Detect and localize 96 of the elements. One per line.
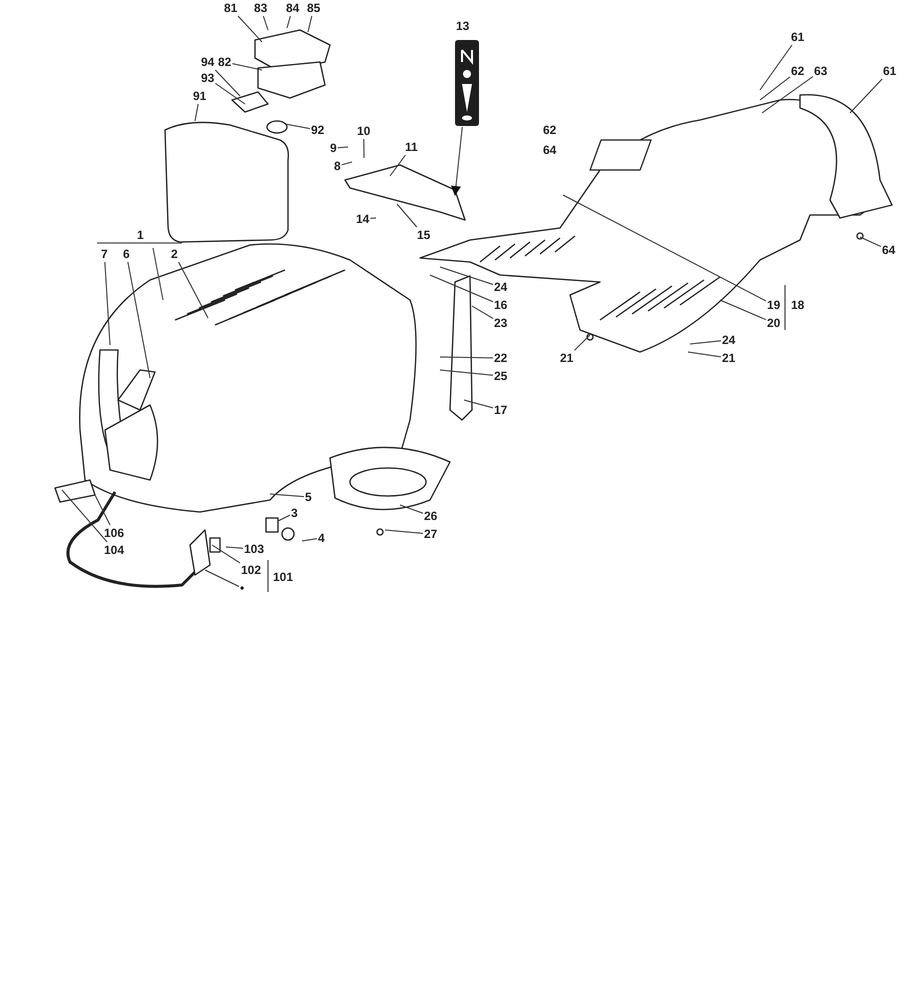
leader-line — [440, 370, 494, 376]
callout-number: 9 — [330, 141, 337, 155]
callout-number: 91 — [193, 89, 206, 103]
callout-number: 64 — [882, 243, 896, 257]
leader-line — [390, 154, 406, 176]
leader-line — [850, 78, 883, 114]
leader-line — [127, 262, 150, 378]
callout-number: 83 — [254, 1, 268, 15]
leader-line — [440, 266, 494, 285]
callout-number: • — [240, 581, 244, 595]
leader-line — [226, 546, 244, 549]
callout-number: 1 — [137, 228, 144, 242]
leader-line — [302, 538, 318, 542]
leader-line — [337, 146, 348, 148]
callout-number: 61 — [883, 64, 896, 78]
callout-number: 85 — [307, 1, 320, 15]
callout-number: 63 — [814, 64, 828, 78]
leader-line — [204, 570, 240, 587]
callout-number: 94 — [201, 55, 214, 69]
leader-line — [238, 16, 262, 42]
leader-line — [94, 494, 110, 526]
leader-line — [308, 16, 312, 32]
callout-number: 8 — [334, 159, 341, 173]
callout-number: 101 — [273, 570, 294, 584]
callout-number: 82 — [218, 55, 232, 69]
leader-line — [384, 530, 424, 534]
leader-line — [464, 400, 494, 408]
callout-number: 18 — [791, 298, 804, 312]
leader-line — [214, 82, 246, 104]
leader-line — [688, 352, 722, 358]
callout-number: 22 — [494, 351, 508, 365]
leader-line — [396, 204, 418, 228]
leader-line — [62, 490, 108, 542]
arrow — [450, 126, 463, 196]
leader-line — [278, 514, 290, 522]
callout-number: 24 — [722, 333, 736, 347]
callout-number: 25 — [494, 369, 508, 383]
callout-number: 27 — [424, 527, 438, 541]
callout-number: 93 — [201, 71, 214, 85]
callout-number: 62 — [791, 64, 804, 78]
callout-number: 4 — [318, 531, 325, 545]
callout-number: 21 — [560, 351, 574, 365]
leader-line — [760, 44, 792, 90]
leader-line — [194, 104, 199, 122]
leader-line — [562, 194, 766, 302]
leader-line — [440, 356, 494, 358]
callout-number: 13 — [456, 19, 470, 33]
leader-line — [720, 300, 766, 320]
leader-line — [430, 274, 494, 302]
leader-line — [341, 162, 352, 166]
callout-number: 16 — [494, 298, 508, 312]
callout-number: 2 — [171, 247, 178, 261]
callout-number: 84 — [286, 1, 300, 15]
callout-number: 23 — [494, 316, 508, 330]
callout-number: 17 — [494, 403, 508, 417]
callout-number: 3 — [291, 506, 298, 520]
callout-number: 26 — [424, 509, 438, 523]
callout-number: 102 — [241, 563, 262, 577]
decal-picture — [455, 40, 479, 126]
leader-line — [400, 504, 424, 514]
callout-number: 92 — [311, 123, 324, 137]
callout-number: 61 — [791, 30, 804, 44]
callout-number: 106 — [104, 526, 124, 540]
callout-number: 24 — [494, 280, 508, 294]
leader-line — [270, 494, 304, 498]
callout-number: 5 — [305, 490, 312, 504]
leader-line — [232, 63, 262, 70]
callout-number: 6 — [123, 247, 130, 261]
leader-line — [760, 76, 790, 100]
callout-number: 15 — [417, 228, 430, 242]
leader-line — [262, 16, 268, 30]
callout-number: 10 — [357, 124, 370, 138]
callout-number: 19 — [767, 298, 780, 312]
callout-number: 81 — [224, 1, 238, 15]
callout-number: 104 — [104, 543, 124, 557]
callout-number: 103 — [244, 542, 264, 556]
leader-line — [214, 70, 240, 96]
callout-number: 14 — [356, 212, 370, 226]
callout-number: 21 — [722, 351, 736, 365]
callout-number: 11 — [405, 140, 418, 154]
leader-line — [178, 262, 208, 318]
callout-number: 62 — [543, 123, 556, 137]
leader-line — [104, 262, 110, 346]
leader-line — [370, 218, 376, 219]
callout-number: 64 — [543, 143, 556, 157]
leader-line — [762, 76, 814, 114]
leader-line — [574, 334, 590, 351]
leader-line — [284, 124, 310, 130]
leader-line — [690, 340, 722, 344]
leader-line — [286, 16, 291, 28]
leader-line — [472, 306, 494, 319]
leader-line — [212, 544, 240, 564]
callout-number: 20 — [767, 316, 780, 330]
leader-line — [363, 138, 364, 158]
callout-number: 7 — [101, 247, 108, 261]
leader-line — [860, 236, 882, 248]
